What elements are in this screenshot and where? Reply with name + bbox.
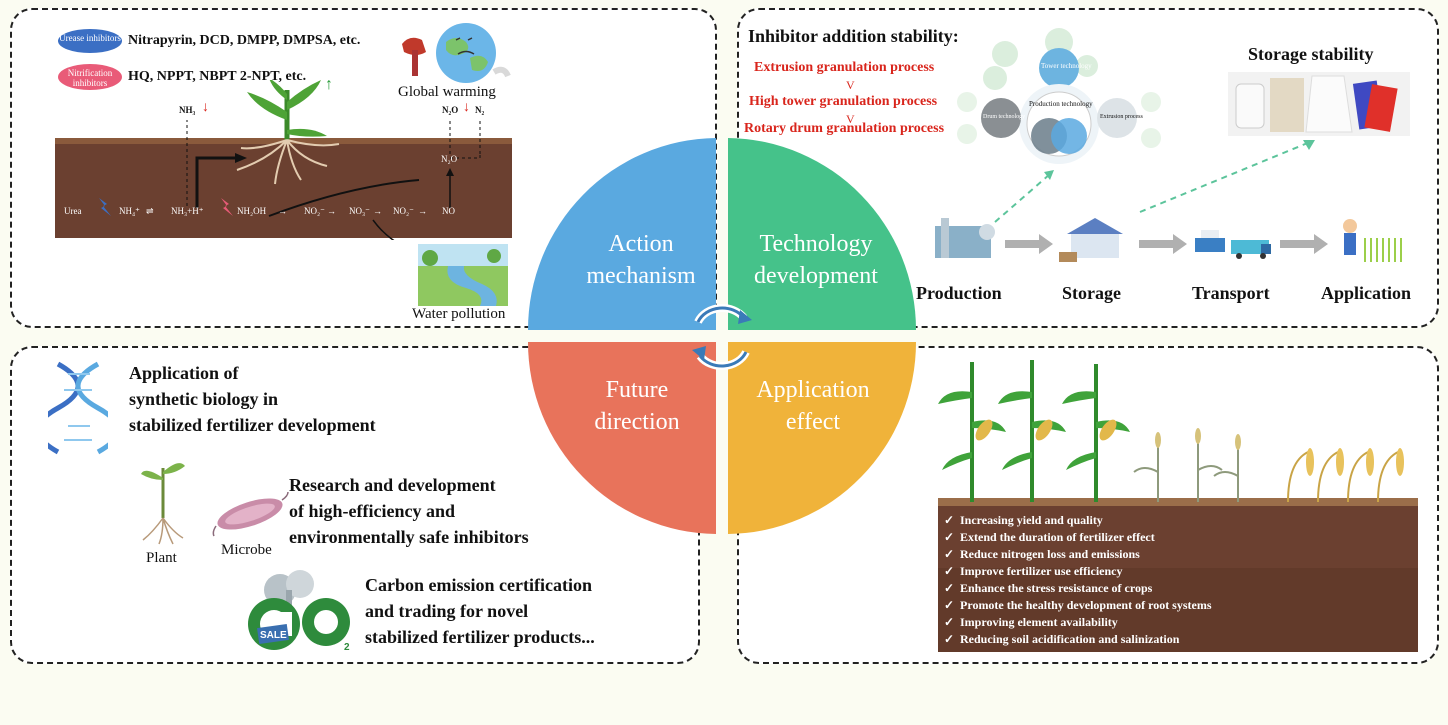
stage-storage: Storage xyxy=(1062,283,1121,303)
chain-arrow-1: ⇌ xyxy=(146,206,154,216)
process-high-tower: High tower granulation process xyxy=(749,94,938,109)
chain-no2a: NO₂⁻ xyxy=(304,206,325,216)
stage-application: Application xyxy=(1321,283,1412,303)
future-item-synthetic-biology: Application of synthetic biology in stab… xyxy=(129,363,376,435)
future-item-carbon-trading: Carbon emission certification and tradin… xyxy=(365,575,595,647)
application-effect-list: ✓Increasing yield and quality ✓Extend th… xyxy=(944,512,1212,648)
future-item-inhibitors: Research and development of high-efficie… xyxy=(289,475,529,547)
global-warming-label: Global warming xyxy=(398,84,496,100)
n2o-decrease-arrow: ↓ xyxy=(463,100,470,115)
chain-nh3h: NH₃+H⁺ xyxy=(171,206,204,216)
effect-item: ✓Reduce nitrogen loss and emissions xyxy=(944,547,1140,561)
effect-item: ✓Reducing soil acidification and saliniz… xyxy=(944,632,1180,646)
chain-arrow-5: → xyxy=(418,206,427,216)
plant-icon xyxy=(141,463,185,545)
nh3-decrease-arrow: ↓ xyxy=(202,100,209,115)
quadrant-label-technology-development: Technology development xyxy=(754,231,878,289)
center-quadrant-circle xyxy=(528,138,916,534)
stage-production: Production xyxy=(916,283,1002,303)
quadrant-technology-development xyxy=(728,138,916,330)
storage-packages-photo xyxy=(1228,72,1410,136)
diagram-center-label: Production technology xyxy=(1029,100,1093,108)
water-pollution-icon xyxy=(418,244,508,306)
effect-item: ✓Enhance the stress resistance of crops xyxy=(944,581,1153,595)
soil-cross-section xyxy=(55,80,512,240)
supply-chain-flow xyxy=(935,140,1402,262)
diagram-extrusion-label: Extrusion process xyxy=(1100,114,1143,120)
chain-arrow-4: → xyxy=(373,206,382,216)
nh3-label: NH₃ xyxy=(179,105,196,115)
chain-arrow-2: → xyxy=(278,206,287,216)
n2o-mid-label: N₂O xyxy=(441,154,458,164)
microbe-label: Microbe xyxy=(221,542,272,558)
quadrant-label-action-mechanism: Action mechanism xyxy=(586,231,696,289)
microbe-icon xyxy=(212,491,289,537)
sale-label: SALE xyxy=(260,630,287,641)
inhibitor-stability-title: Inhibitor addition stability: xyxy=(748,26,959,46)
chain-arrow-3: → xyxy=(327,206,336,216)
chain-no2b: NO₂⁻ xyxy=(393,206,414,216)
crops-soil-illustration xyxy=(938,360,1418,652)
chain-no3: NO₃⁻ xyxy=(349,206,370,216)
chain-nh2oh: NH₂OH xyxy=(237,206,267,216)
plant-increase-arrow: ↑ xyxy=(325,76,333,93)
quadrant-future-direction xyxy=(528,342,716,534)
dna-icon xyxy=(48,361,108,455)
effect-item: ✓Improving element availability xyxy=(944,615,1118,629)
quadrant-label-future-direction: Future direction xyxy=(594,377,680,435)
effect-item: ✓Improve fertilizer use efficiency xyxy=(944,564,1123,578)
svg-text:2: 2 xyxy=(344,642,350,652)
process-extrusion: Extrusion granulation process xyxy=(754,60,935,75)
n2-label: N₂ xyxy=(475,105,485,115)
order-mark-1: V xyxy=(846,78,855,92)
co2-trading-icon: 2 xyxy=(248,570,350,652)
global-warming-icon xyxy=(402,23,511,83)
effect-item: ✓Extend the duration of fertilizer effec… xyxy=(944,530,1155,544)
diagram-drum-label: Drum technology xyxy=(983,114,1026,120)
urease-badge: Urease inhibitors xyxy=(58,29,122,53)
n2o-top-label: N₂O xyxy=(442,105,459,115)
nitrification-inhibitor-list: HQ, NPPT, NBPT 2-NPT, etc. xyxy=(128,69,307,84)
storage-stability-title: Storage stability xyxy=(1248,44,1374,64)
order-mark-2: V xyxy=(846,112,855,126)
chain-urea: Urea xyxy=(64,206,82,216)
effect-item: ✓Increasing yield and quality xyxy=(944,513,1103,527)
stage-transport: Transport xyxy=(1192,283,1270,303)
water-pollution-label: Water pollution xyxy=(412,306,506,322)
chain-nh4: NH₄⁺ xyxy=(119,206,140,216)
quadrant-action-mechanism xyxy=(528,138,716,330)
diagram-tower-label: Tower technology xyxy=(1041,62,1092,70)
quadrant-label-application-effect: Application effect xyxy=(756,377,870,435)
nitrification-badge: Nitrification inhibitors xyxy=(58,64,122,90)
chain-no: NO xyxy=(442,206,455,216)
production-technology-diagram xyxy=(957,28,1161,164)
effect-item: ✓Promote the healthy development of root… xyxy=(944,598,1212,612)
quadrant-application-effect xyxy=(728,342,916,534)
process-rotary-drum: Rotary drum granulation process xyxy=(744,121,945,136)
plant-label: Plant xyxy=(146,550,177,566)
urease-inhibitor-list: Nitrapyrin, DCD, DMPP, DMPSA, etc. xyxy=(128,33,361,48)
